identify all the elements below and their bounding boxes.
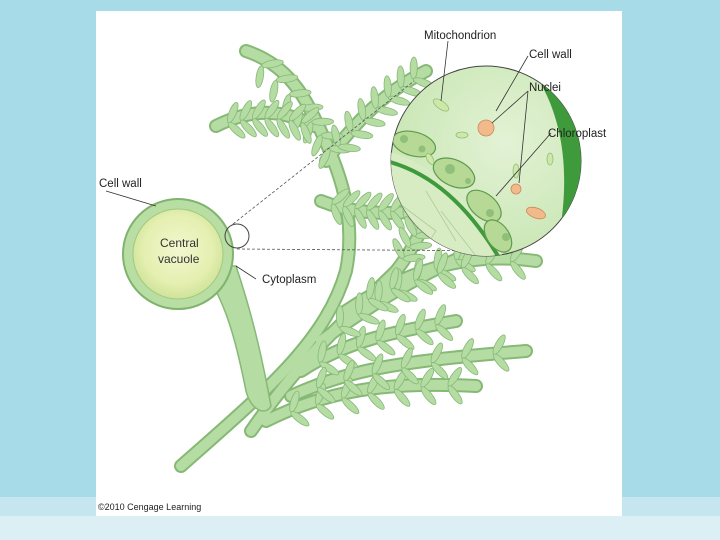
copyright-credit: ©2010 Cengage Learning: [98, 502, 201, 512]
leaflet: [388, 94, 411, 107]
leaflet: [268, 80, 279, 103]
caulerpa-diagram: Mitochondrion Cell wall Nuclei Chloropla…: [96, 11, 622, 516]
leaflet: [375, 105, 398, 117]
label-central-vacuole-line2: vacuole: [158, 252, 200, 266]
leaflet: [336, 306, 343, 328]
label-nuclei: Nuclei: [529, 82, 561, 94]
label-mitochondrion: Mitochondrion: [424, 30, 496, 42]
label-chloroplast: Chloroplast: [548, 128, 607, 140]
figure-panel: Mitochondrion Cell wall Nuclei Chloropla…: [96, 11, 622, 516]
leaflet: [397, 66, 405, 88]
leaflet: [254, 65, 265, 88]
label-central-vacuole-line1: Central: [160, 236, 199, 250]
leaflet: [410, 57, 418, 79]
label-cytoplasm: Cytoplasm: [262, 274, 316, 286]
label-cell-wall: Cell wall: [99, 178, 142, 190]
leaflet: [350, 129, 373, 139]
label-cell-wall-zoom: Cell wall: [529, 49, 572, 61]
leaflet: [312, 118, 334, 126]
